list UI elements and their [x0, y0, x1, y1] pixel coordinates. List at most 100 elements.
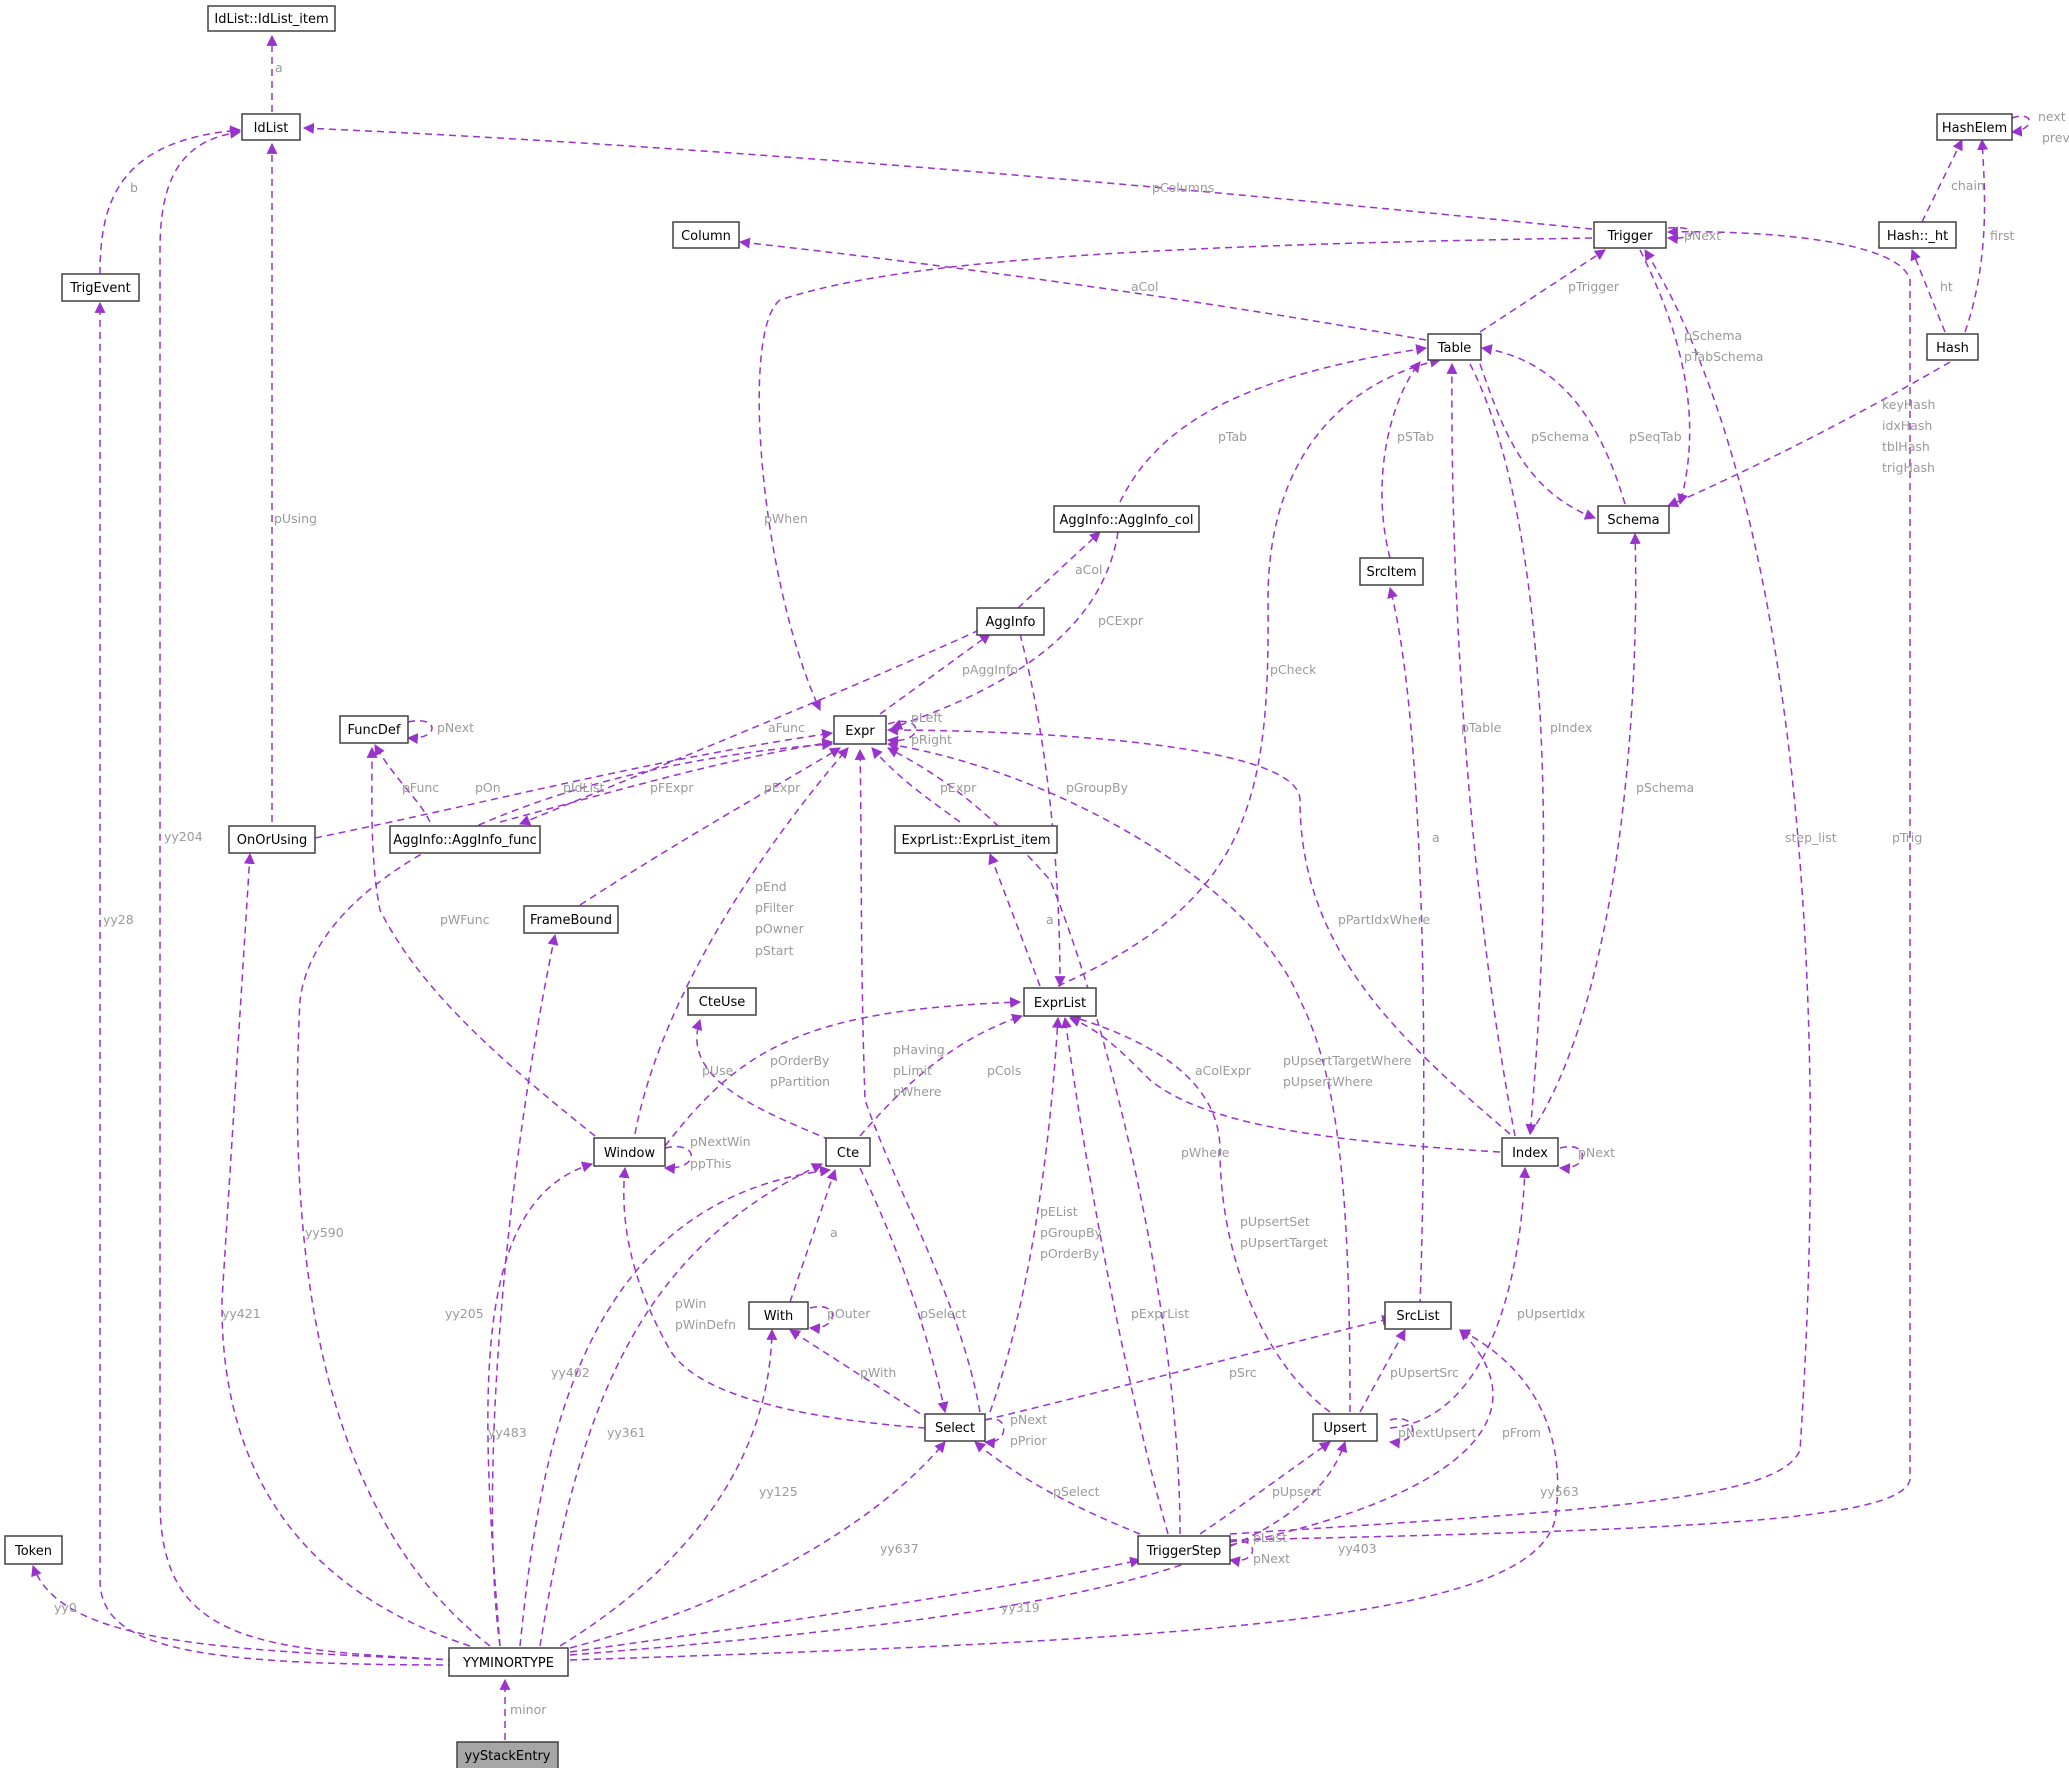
edge-label: pFunc	[402, 780, 439, 795]
edge-with-to-cte	[789, 1168, 838, 1303]
edge-label: yy125	[759, 1484, 798, 1499]
node-label: TriggerStep	[1146, 1544, 1221, 1559]
node-idlist[interactable]: IdList	[241, 113, 301, 141]
edge-window-self	[663, 1145, 692, 1175]
edge-yyminortype-to-cte-yy361	[539, 1163, 823, 1647]
edge-label: pSeqTab	[1629, 429, 1682, 444]
edge-triggerstep-to-select	[974, 1441, 1141, 1535]
node-index[interactable]: Index	[1501, 1137, 1559, 1167]
node-select[interactable]: Select	[924, 1413, 986, 1442]
edge-label: trigHash	[1882, 460, 1935, 475]
edge-table-to-trigger	[1479, 249, 1606, 333]
edge-label: pRight	[911, 732, 952, 747]
edge-agginfo-func-to-funcdef	[374, 744, 431, 823]
node-agginfo-col[interactable]: AggInfo::AggInfo_col	[1053, 505, 1200, 533]
node-upsert[interactable]: Upsert	[1312, 1413, 1378, 1442]
node-label: Column	[681, 229, 731, 244]
edge-label: pHaving	[893, 1042, 945, 1057]
node-label: TrigEvent	[69, 281, 130, 296]
edge-label: a	[275, 60, 283, 75]
node-onorusing[interactable]: OnOrUsing	[228, 825, 316, 854]
node-label: FrameBound	[530, 913, 612, 928]
edge-hash-to-hashelem	[1964, 138, 1989, 333]
edge-label: pCExpr	[1098, 613, 1144, 628]
edge-upsert-to-index	[1389, 1166, 1531, 1429]
edge-label: pSchema	[1531, 429, 1589, 444]
edge-srcitem-to-table	[1381, 361, 1421, 559]
edge-label: idxHash	[1882, 418, 1932, 433]
node-label: Upsert	[1324, 1421, 1367, 1436]
node-table[interactable]: Table	[1427, 333, 1482, 361]
edge-label: pWinDefn	[675, 1317, 736, 1332]
edge-yyminortype-to-onorusing	[221, 852, 471, 1647]
node-srcitem[interactable]: SrcItem	[1359, 557, 1424, 586]
node-label: Token	[14, 1544, 52, 1559]
edge-exprlist-to-exprlist-item	[988, 852, 1041, 987]
edge-label: pNext	[1684, 228, 1721, 243]
edge-label: a	[830, 1225, 838, 1240]
node-srclist[interactable]: SrcList	[1384, 1301, 1452, 1330]
node-label: AggInfo::AggInfo_col	[1060, 513, 1194, 528]
edge-with-self	[808, 1305, 834, 1335]
edge-index-to-expr	[886, 724, 1511, 1135]
node-agginfo[interactable]: AggInfo	[976, 607, 1045, 636]
edge-select-to-srclist	[984, 1314, 1394, 1421]
edge-label: pWFunc	[440, 912, 490, 927]
edge-yyminortype-to-cte	[519, 1165, 832, 1647]
edge-hash-to-schema	[1666, 361, 1951, 508]
edge-table-to-schema	[1479, 363, 1597, 520]
node-with[interactable]: With	[748, 1301, 809, 1330]
edge-label: pExpr	[940, 780, 977, 795]
edge-hash-to-hashht	[1910, 248, 1946, 333]
edge-label: pUse	[702, 1063, 734, 1078]
edge-label: pTab	[1218, 429, 1247, 444]
edge-trigger-to-schema	[1639, 249, 1691, 506]
edge-trigevent-to-idlist	[99, 125, 242, 275]
node-yystackentry[interactable]: yyStackEntry	[456, 1741, 559, 1768]
edge-exprlist-item-to-expr	[871, 747, 961, 823]
edge-label: aColExpr	[1195, 1063, 1252, 1078]
node-hashelem[interactable]: HashElem	[1936, 113, 2013, 141]
edge-yyminortype-to-expr	[296, 739, 834, 1647]
edge-yyminortype-to-token	[31, 1564, 456, 1661]
edge-label: pCheck	[1270, 662, 1317, 677]
node-framebound[interactable]: FrameBound	[523, 905, 619, 934]
node-schema[interactable]: Schema	[1597, 505, 1670, 534]
node-idlist-item[interactable]: IdList::IdList_item	[207, 5, 336, 32]
node-trigevent[interactable]: TrigEvent	[61, 273, 140, 302]
node-window[interactable]: Window	[593, 1137, 666, 1167]
edge-label: aCol	[1075, 562, 1103, 577]
node-label: YYMINORTYPE	[462, 1656, 554, 1671]
node-cteuse[interactable]: CteUse	[687, 987, 757, 1016]
edge-label: ppThis	[690, 1156, 731, 1171]
node-yyminortype[interactable]: YYMINORTYPE	[448, 1647, 569, 1677]
edge-yyminortype-to-select	[569, 1441, 946, 1649]
edge-onorusing-to-expr	[314, 729, 834, 839]
edge-label: pSelect	[920, 1306, 967, 1321]
edge-agginfo-func-to-expr	[499, 738, 834, 823]
node-agginfo-func[interactable]: AggInfo::AggInfo_func	[389, 825, 541, 854]
node-token[interactable]: Token	[4, 1535, 63, 1565]
node-hash[interactable]: Hash	[1926, 333, 1979, 361]
node-label: Hash	[1936, 341, 1969, 356]
edge-triggerstep-to-expr	[887, 747, 1181, 1535]
node-column[interactable]: Column	[672, 221, 740, 249]
edge-trigger-to-expr	[758, 237, 1593, 711]
edge-label: yy319	[1001, 1600, 1040, 1615]
edge-label: yy563	[1540, 1484, 1579, 1499]
edge-label: pSTab	[1397, 429, 1434, 444]
edge-table-to-column	[738, 237, 1427, 341]
node-triggerstep[interactable]: TriggerStep	[1137, 1535, 1231, 1565]
node-cte[interactable]: Cte	[825, 1137, 871, 1167]
node-expr[interactable]: Expr	[833, 715, 887, 745]
node-label: IdList::IdList_item	[214, 12, 328, 27]
edge-label: pIdList	[563, 780, 605, 795]
node-funcdef[interactable]: FuncDef	[339, 715, 409, 744]
edge-label: pUpsert	[1272, 1484, 1321, 1499]
node-trigger[interactable]: Trigger	[1593, 221, 1667, 249]
edge-label: pNextWin	[690, 1134, 751, 1149]
edge-label: yy483	[488, 1425, 527, 1440]
node-exprlist-item[interactable]: ExprList::ExprList_item	[894, 825, 1058, 854]
node-exprlist[interactable]: ExprList	[1023, 987, 1097, 1017]
node-hash-ht[interactable]: Hash::_ht	[1878, 221, 1957, 249]
